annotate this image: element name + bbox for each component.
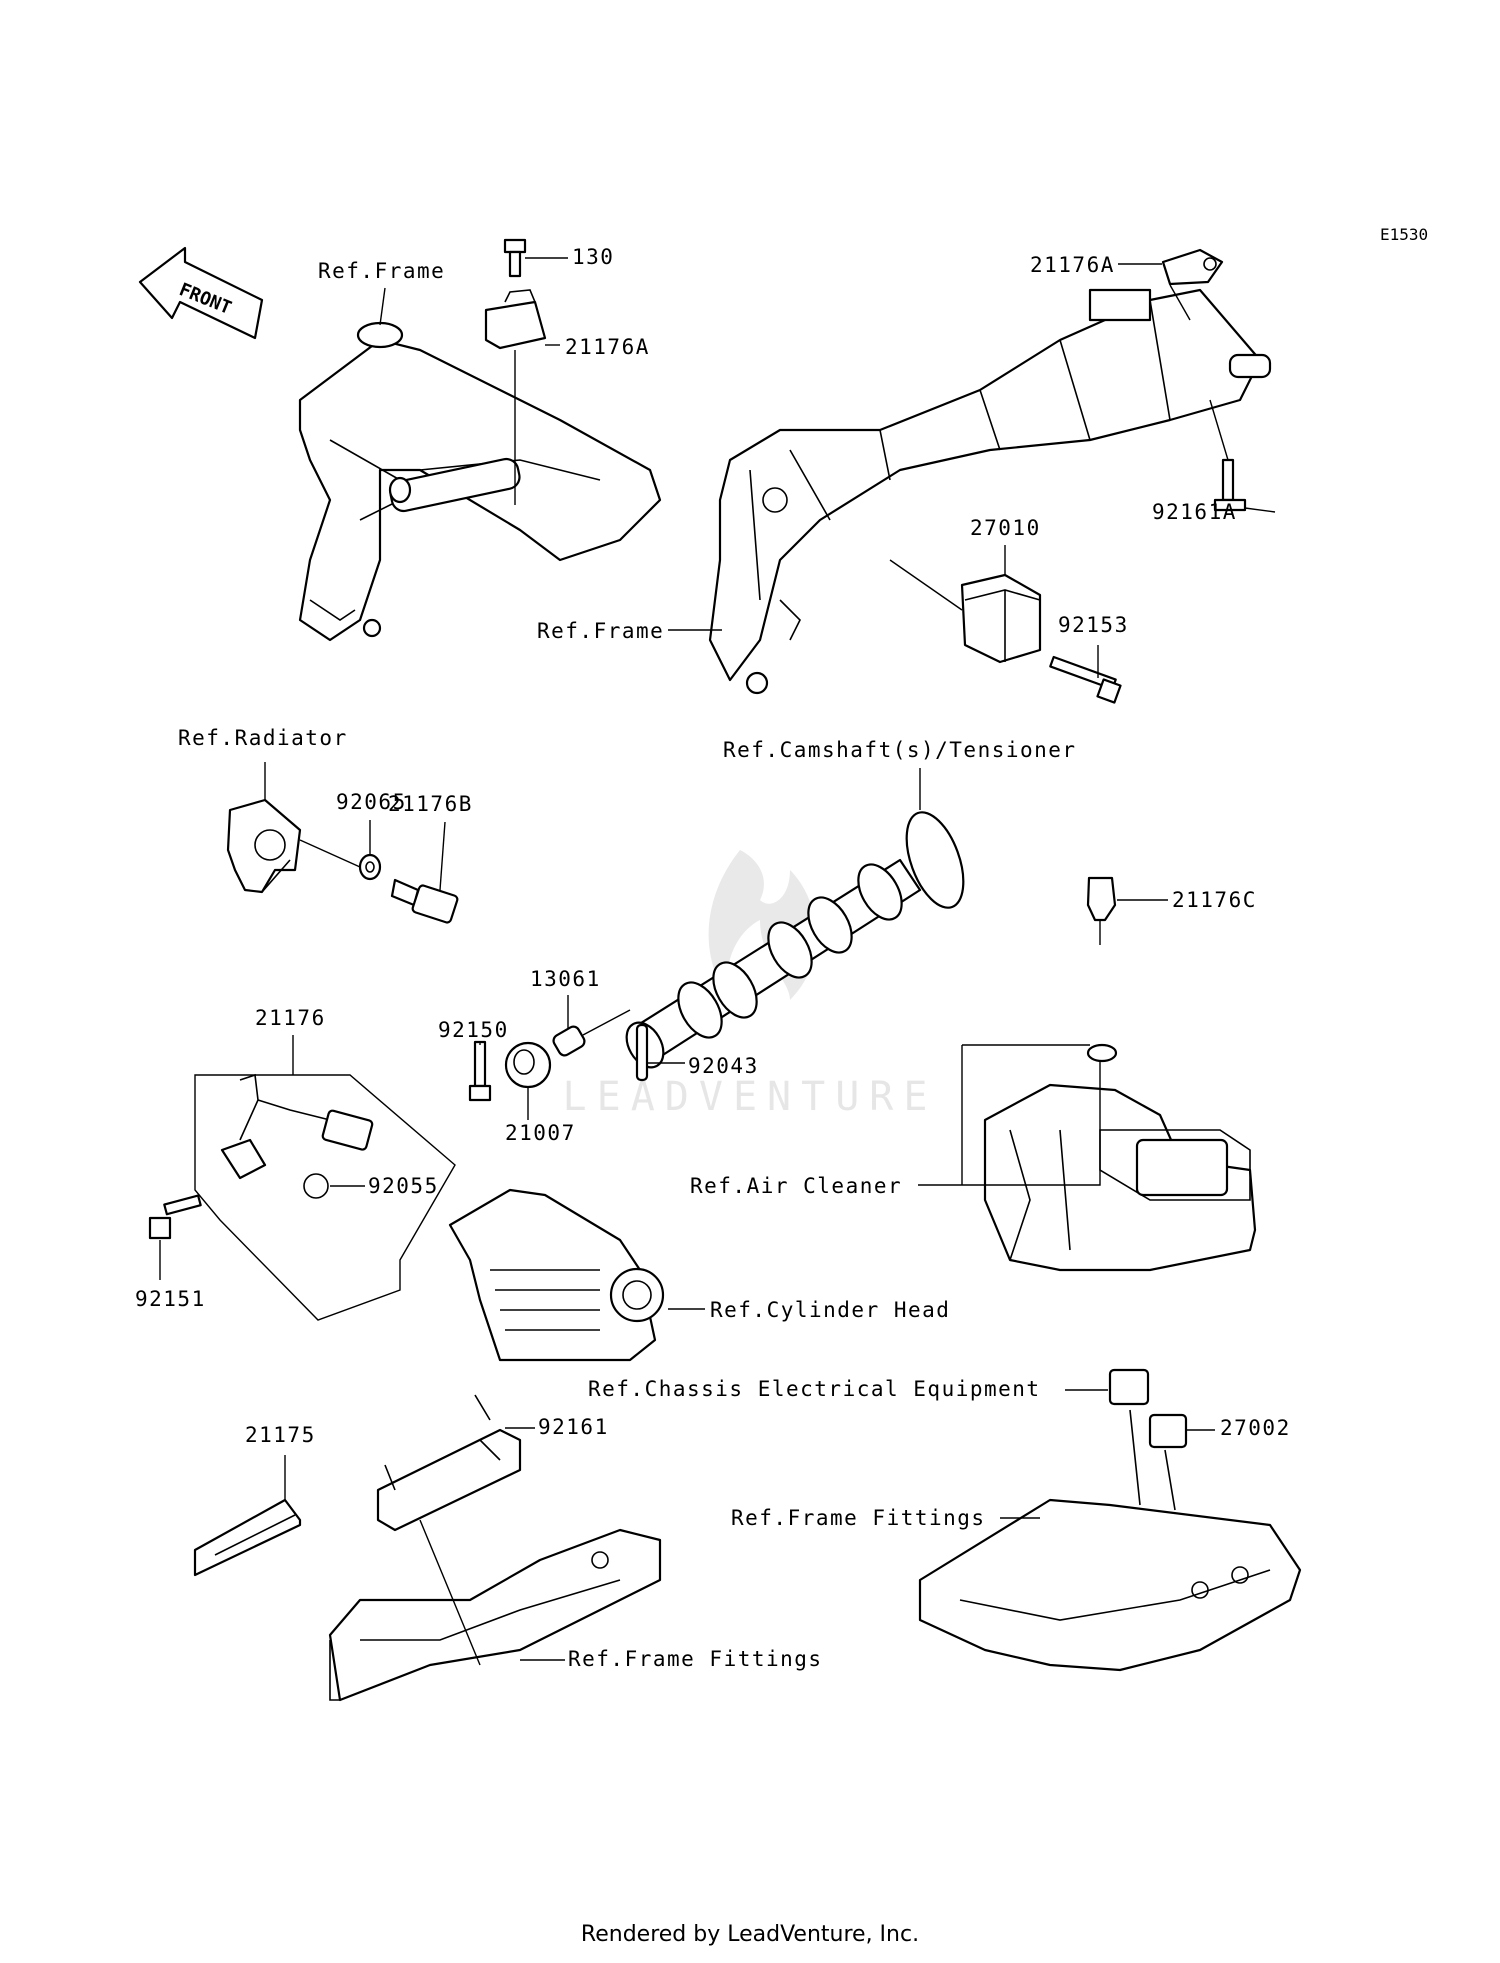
cap-21007 — [504, 1041, 552, 1089]
frame-right-assembly — [708, 288, 1272, 695]
ref-cylinder-head-label: Ref.Cylinder Head — [710, 1298, 950, 1322]
diagram-code: E1530 — [1380, 225, 1428, 244]
ref-frame-fittings-left-label: Ref.Frame Fittings — [568, 1647, 823, 1671]
part-92065-label: 92065 — [336, 790, 407, 814]
frame-left-assembly — [298, 321, 662, 642]
part-21176C-label: 21176C — [1172, 888, 1257, 912]
part-92161-label: 92161 — [538, 1415, 609, 1439]
relay-27010 — [960, 573, 1042, 664]
part-21176B-label: 21176B — [388, 792, 473, 816]
bracket-92161 — [376, 1394, 522, 1532]
part-27010-label: 27010 — [970, 516, 1041, 540]
bolt-92153 — [1049, 655, 1122, 704]
sensor-21176B — [390, 878, 459, 924]
relay-chassis — [1108, 1368, 1150, 1406]
sensor-21176A-right — [1161, 248, 1224, 286]
pad-21175 — [193, 1498, 302, 1577]
part-92055-label: 92055 — [368, 1174, 439, 1198]
radiator-housing — [226, 798, 302, 894]
front-arrow-icon: FRONT — [138, 246, 264, 340]
footer-credit: Rendered by LeadVenture, Inc. — [580, 1922, 920, 1947]
sensor-21176A-left — [484, 289, 547, 350]
part-27002-label: 27002 — [1220, 1416, 1291, 1440]
ref-radiator-label: Ref.Radiator — [178, 726, 348, 750]
bolt-130 — [503, 238, 527, 278]
grommet-21176C — [1086, 1043, 1118, 1063]
part-92150-label: 92150 — [438, 1018, 509, 1042]
part-21175-label: 21175 — [245, 1423, 316, 1447]
sensor-21176-group — [194, 1073, 456, 1321]
air-cleaner-box — [983, 1083, 1257, 1272]
cylinder-head — [448, 1188, 665, 1362]
ref-frame-center-label: Ref.Frame — [537, 619, 664, 643]
ref-air-cleaner-label: Ref.Air Cleaner — [690, 1174, 902, 1198]
part-21176A-right-label: 21176A — [1030, 253, 1115, 277]
part-92153-label: 92153 — [1058, 613, 1129, 637]
dowel-92043 — [635, 1023, 649, 1082]
tray-left — [328, 1519, 662, 1702]
part-21176-label: 21176 — [255, 1006, 326, 1030]
ref-chassis-electrical-label: Ref.Chassis Electrical Equipment — [588, 1377, 1041, 1401]
part-92043-label: 92043 — [688, 1054, 759, 1078]
part-92151-label: 92151 — [135, 1287, 206, 1311]
ref-frame-left-label: Ref.Frame — [318, 259, 445, 283]
washer-92065 — [358, 853, 382, 881]
part-21176A-left-label: 21176A — [565, 335, 650, 359]
relay-27002 — [1148, 1413, 1188, 1449]
sensor-21176C — [1086, 876, 1117, 922]
bolt-92150 — [468, 1040, 492, 1102]
plug-13061 — [552, 1025, 586, 1057]
camshaft — [625, 811, 965, 1069]
part-21007-label: 21007 — [505, 1121, 576, 1145]
bolt-92151 — [148, 1194, 202, 1240]
part-13061-label: 13061 — [530, 967, 601, 991]
ref-frame-fittings-right-label: Ref.Frame Fittings — [731, 1506, 986, 1530]
watermark-text: LEADVENTURE — [563, 1074, 938, 1120]
part-130-label: 130 — [572, 245, 614, 269]
tray-right — [918, 1409, 1302, 1672]
part-92161A-label: 92161A — [1152, 500, 1237, 524]
ref-camshaft-label: Ref.Camshaft(s)/Tensioner — [723, 738, 1077, 762]
